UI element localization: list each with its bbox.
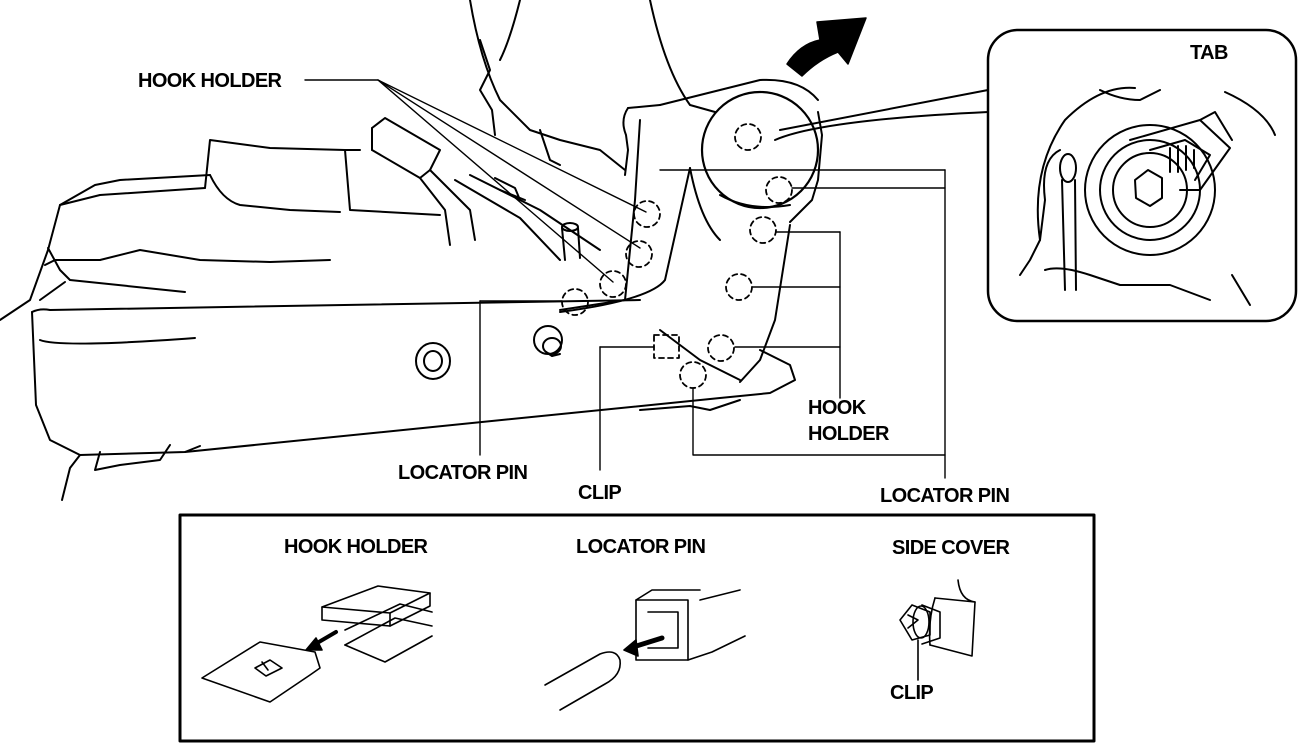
legend-hook-holder-label: HOOK HOLDER (284, 536, 428, 558)
leader-lines (304, 79, 946, 479)
legend-hook-holder-illustration (201, 585, 433, 703)
marker-hook-holder-2 (625, 240, 653, 268)
marker-hook-holder-3 (599, 270, 627, 298)
marker-hook-holder-r3 (707, 334, 735, 362)
marker-knob (734, 123, 762, 151)
legend-locator-pin-label: LOCATOR PIN (576, 536, 706, 558)
marker-hook-holder-r1 (749, 216, 777, 244)
side-bolt-hole (415, 342, 451, 380)
legend-clip-illustration (899, 579, 976, 681)
tab-detail-callout (774, 28, 1298, 323)
marker-hook-holder-1 (633, 200, 661, 228)
side-pin-bolt (533, 325, 563, 357)
marker-locator-pin-r2 (679, 361, 707, 389)
legend-locator-pin-illustration (544, 589, 746, 711)
removal-direction-arrow (786, 17, 867, 77)
marker-clip (653, 334, 680, 359)
locator-pin-label-right: LOCATOR PIN (880, 485, 1010, 507)
marker-locator-pin-left (561, 288, 589, 316)
locator-pin-label-left: LOCATOR PIN (398, 462, 528, 484)
marker-locator-pin-r1 (765, 176, 793, 204)
hook-holder-label-top: HOOK HOLDER (138, 70, 282, 92)
hook-holder-label-right-line2: HOLDER (808, 423, 889, 445)
clip-label: CLIP (578, 482, 622, 504)
legend-clip-label: CLIP (890, 682, 934, 704)
marker-hook-holder-r2 (725, 273, 753, 301)
legend-side-cover-label: SIDE COVER (892, 537, 1010, 559)
tab-label: TAB (1190, 42, 1228, 64)
seat-cushion-body (0, 0, 796, 501)
fastener-legend (178, 513, 1096, 743)
side-cover (559, 78, 823, 383)
hook-holder-label-right-line1: HOOK (808, 397, 866, 419)
fastener-markers (561, 123, 793, 389)
